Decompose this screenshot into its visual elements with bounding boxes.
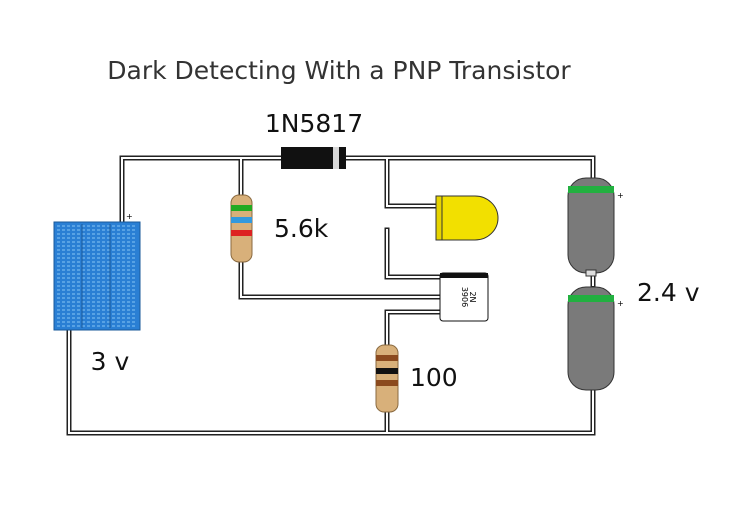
led-body bbox=[439, 195, 499, 241]
resistor-100-label: 100 bbox=[410, 363, 458, 392]
resistor-5.6k-body bbox=[230, 194, 253, 263]
led-flange bbox=[435, 195, 443, 241]
resistor-100 bbox=[375, 344, 399, 413]
resistor-100-band-3 bbox=[376, 380, 398, 386]
solar-plus-sign: + bbox=[126, 212, 133, 221]
battery-bottom-plus-sign: + bbox=[617, 299, 624, 308]
diagram-title: Dark Detecting With a PNP Transistor bbox=[107, 56, 571, 85]
solar-panel bbox=[53, 221, 141, 331]
resistor-5.6k-band-1 bbox=[231, 205, 252, 211]
battery-top bbox=[567, 177, 615, 277]
transistor-marking-2: 3906 bbox=[460, 287, 469, 307]
battery-bottom bbox=[567, 286, 615, 391]
battery-top-plus-sign: + bbox=[617, 191, 624, 200]
led bbox=[435, 195, 499, 241]
transistor-marking-1: 2N bbox=[468, 291, 477, 302]
resistor-5.6k bbox=[230, 194, 253, 263]
resistor-5.6k-band-2 bbox=[231, 217, 252, 223]
resistor-5.6k-band-3 bbox=[231, 230, 252, 236]
diode-body bbox=[281, 147, 346, 169]
solar-panel-label: 3 v bbox=[91, 347, 130, 376]
transistor: 2N 3906 bbox=[439, 272, 489, 322]
solar-cells bbox=[57, 224, 137, 328]
resistor-100-body bbox=[375, 344, 399, 413]
diode-label: 1N5817 bbox=[265, 109, 363, 138]
diode-cathode-band bbox=[333, 147, 339, 169]
resistor-100-band-2 bbox=[376, 368, 398, 374]
resistor-100-band-1 bbox=[376, 355, 398, 361]
resistor-5.6k-label: 5.6k bbox=[274, 214, 329, 243]
wires bbox=[66, 155, 596, 436]
diode bbox=[281, 147, 346, 169]
battery-label: 2.4 v bbox=[637, 278, 700, 307]
